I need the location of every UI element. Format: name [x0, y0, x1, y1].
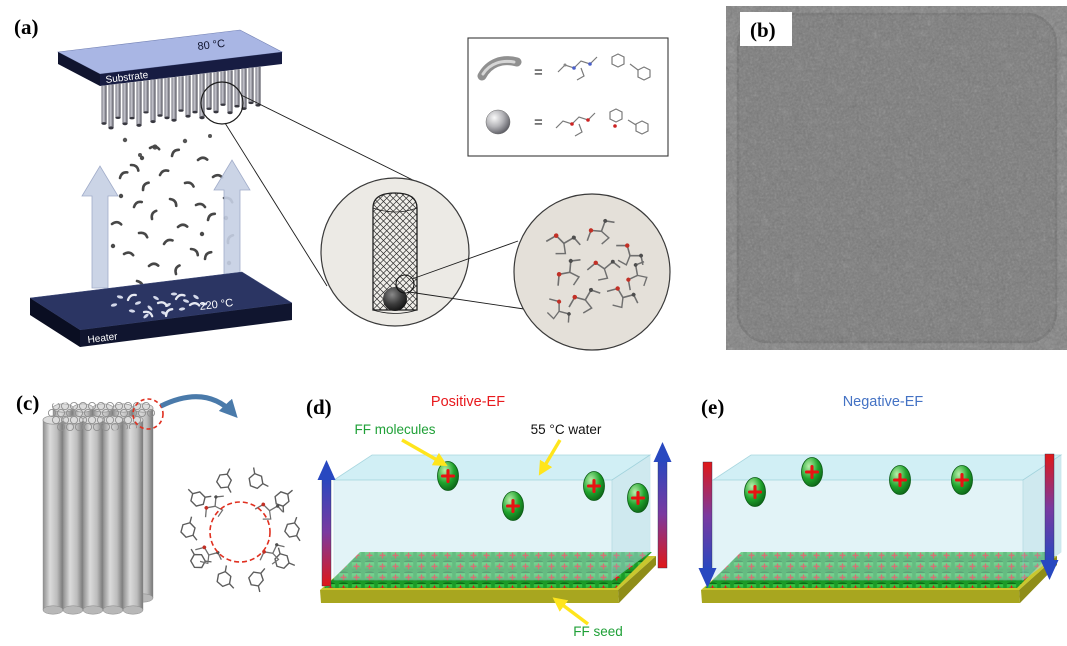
sphere-in-tube-icon — [383, 287, 407, 311]
up-arrow-icon — [213, 159, 251, 281]
substrate-side-face — [58, 52, 100, 86]
legend-box: = = — [467, 37, 669, 157]
field-bar-down-left — [698, 461, 717, 588]
equals-sign: = — [534, 114, 543, 131]
zoom-source-dashed-circle — [132, 398, 164, 430]
panel-a-label: (a) — [14, 15, 39, 39]
ring-core-dashed-circle — [209, 501, 271, 563]
panel-b-label-box: (b) — [740, 12, 792, 46]
molecule-ring — [179, 464, 308, 593]
nanotube-bundle — [42, 401, 156, 615]
zoom-connector-line — [240, 94, 438, 193]
panel-a-figure: (a) Substrate 80 °C — [14, 15, 671, 351]
yellow-arrow-icon — [401, 438, 448, 467]
tube-zoom-source-circle — [395, 274, 415, 294]
up-arrow-icons — [81, 159, 251, 289]
nanotube-zoom-circle — [320, 177, 470, 327]
heater-front-face — [80, 303, 292, 347]
down-arrowhead-icon — [1040, 560, 1059, 580]
heater-side-face — [30, 298, 80, 347]
heater-slab: Heater 220 °C — [29, 271, 293, 347]
panel-c-label: (c) — [16, 391, 39, 415]
panel-e-figure: (e) Negative-EF — [698, 394, 1063, 603]
water-temp-label: 55 °C water — [531, 422, 602, 437]
up-arrow-icon — [81, 165, 119, 289]
equals-sign: = — [534, 64, 543, 81]
yellow-arrow-icon — [552, 597, 590, 626]
zoom-connector-line — [408, 291, 525, 310]
zoom-connector-line — [411, 240, 519, 280]
heater-temp-label: 220 °C — [199, 297, 234, 313]
up-arrowhead-icon — [317, 460, 336, 480]
sphere-glyph-icon — [485, 109, 511, 135]
negative-ef-label: Negative-EF — [843, 394, 924, 410]
ff-seed-label: FF seed — [573, 624, 623, 639]
zoom-connector-line — [224, 122, 328, 287]
ff-molecules-label: FF molecules — [354, 422, 435, 437]
up-arrowhead-icon — [653, 442, 672, 462]
positive-ef-label: Positive-EF — [431, 394, 505, 410]
panel-b-label: (b) — [750, 18, 776, 42]
substrate-slab: Substrate 80 °C — [57, 29, 283, 86]
zoom-arrow-icon — [159, 394, 238, 418]
water-box-top — [332, 454, 652, 481]
melt-particles — [110, 292, 208, 319]
substrate-front-face — [100, 52, 282, 86]
sem-texture-fine — [726, 6, 1067, 350]
field-bar-down-right — [1040, 453, 1059, 580]
heater-label: Heater — [87, 331, 119, 346]
water-box-top — [711, 454, 1063, 481]
yellow-arrow-icon — [538, 439, 562, 476]
substrate-temp-label: 80 °C — [197, 38, 226, 53]
vapor-particles — [110, 143, 236, 294]
forest-zoom-source-circle — [200, 81, 244, 125]
water-box-front — [333, 479, 613, 581]
nanotube-icon — [372, 192, 418, 311]
panel-b-figure: (b) — [726, 6, 1067, 350]
down-arrowhead-icon — [698, 568, 717, 588]
molecule-zoom-circle — [513, 193, 671, 351]
field-bar-up-left — [317, 460, 336, 587]
ff-seed-array — [324, 552, 652, 588]
panel-c-figure: (c) — [16, 391, 308, 615]
field-bar-up-right — [653, 442, 672, 569]
annotation-arrows — [401, 438, 590, 626]
panel-e-label: (e) — [701, 395, 724, 419]
panel-d-figure: (d) Positive-EF FF molecules 55 °C water… — [306, 394, 672, 639]
tube-glyph-highlight — [481, 59, 516, 76]
ff-seed-array — [705, 552, 1053, 588]
panel-d-label: (d) — [306, 395, 332, 419]
